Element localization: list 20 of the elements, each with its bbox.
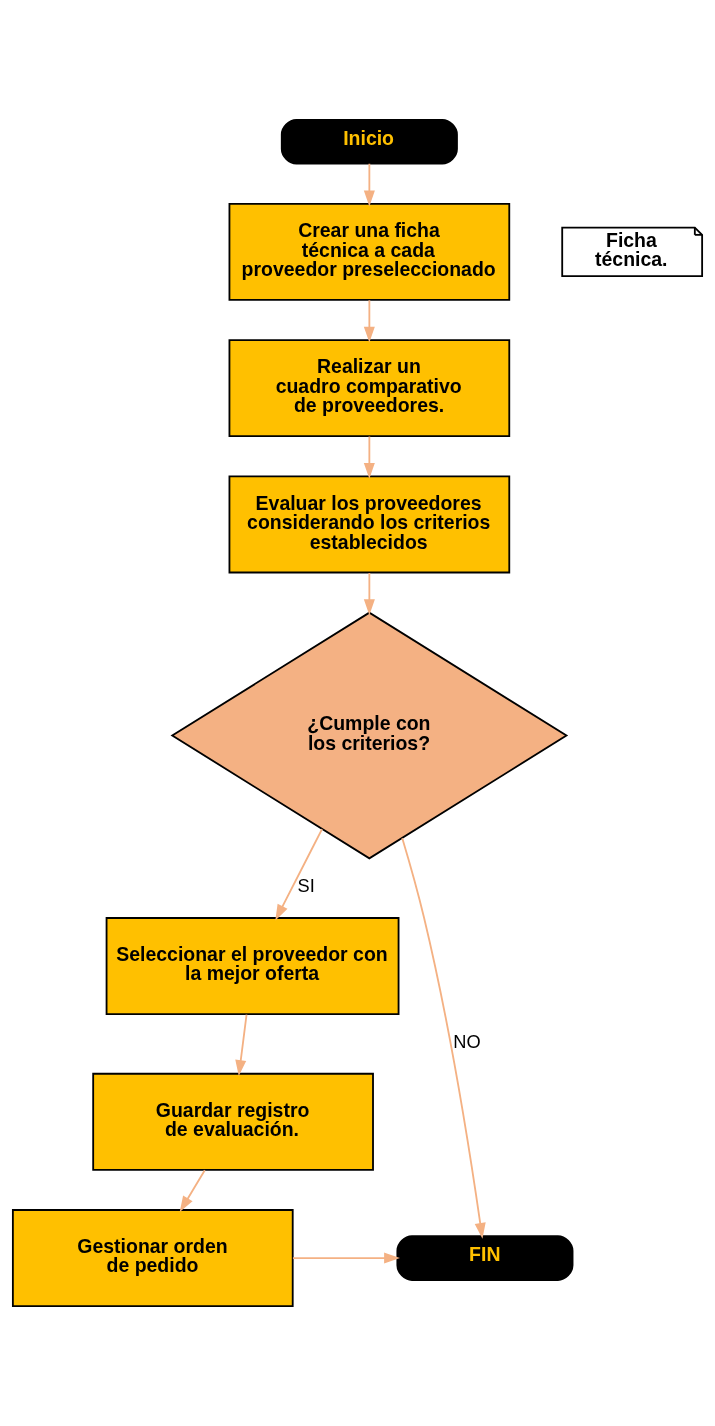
node-box: Crear una ficha técnica a cada proveedor preseleccionado [228, 202, 511, 301]
node-box: Seleccionar el proveedor con la mejor oferta [105, 917, 400, 1016]
arrow [401, 837, 486, 1239]
node-box: FIN [396, 1235, 574, 1281]
node-box: Gestionar orden de pedido [11, 1209, 294, 1308]
node-box: Evaluar los proveedores considerando los criterios establecidos [228, 475, 511, 574]
edge-label: NO [453, 1031, 481, 1053]
node-diamond: ¿Cumple con los criterios? [170, 611, 569, 860]
edge-label: SI [297, 875, 315, 897]
arrow [292, 1252, 400, 1264]
arrow [363, 572, 375, 616]
node-box: Realizar un cuadro comparativo de proveedores. [228, 339, 511, 438]
arrow [363, 162, 375, 207]
arrow [179, 1169, 206, 1213]
arrow [235, 1013, 248, 1076]
arrow [275, 828, 323, 921]
arrow [363, 435, 375, 479]
node-box: Guardar registro de evaluación. [92, 1072, 374, 1171]
node-box: Inicio [280, 118, 458, 165]
arrow [363, 299, 375, 343]
